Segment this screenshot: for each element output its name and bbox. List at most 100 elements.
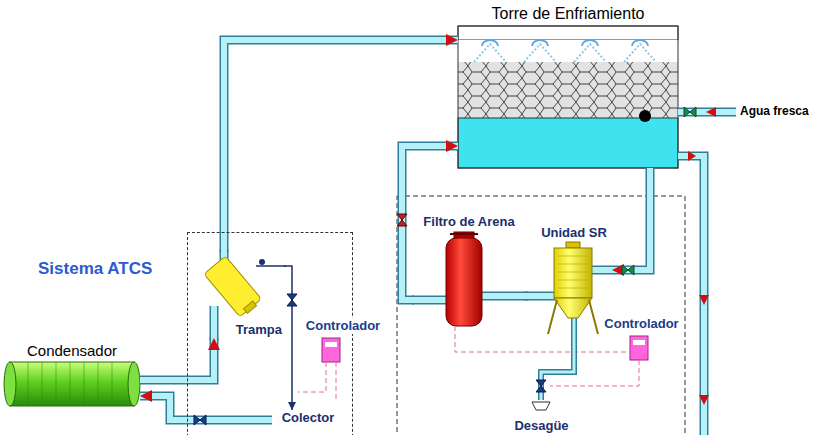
sand-filter-tank [450,233,478,235]
part-label: Colector [280,410,337,426]
fresh-water-pipe [678,108,736,117]
trap-strainer [244,301,257,313]
treatment-boundary [397,196,685,435]
pipe-stubs [573,316,576,337]
pipe-water [524,293,536,299]
drain-symbol [532,402,550,410]
controller-unit [630,336,648,360]
pipe-stubs [412,296,450,305]
valve-symbol [536,380,546,392]
pipe-stubs [478,292,528,301]
controller-box: Controlador [300,318,386,366]
system-title: Sistema ATCS [36,259,154,279]
pipe-stubs [256,265,286,267]
pipe-connector [284,266,292,410]
pipe-water [612,168,650,270]
controller-unit [322,338,340,362]
cooling-tower [474,44,656,62]
return-pipe [688,151,696,161]
controller-unit [325,342,337,347]
trap-strainer [259,259,265,265]
control-signal-line [336,362,337,400]
pipe-stubs [571,316,577,337]
controller-unit [322,336,648,362]
cooling-tower [458,118,678,168]
pipe-wall [612,168,650,270]
pipe-wall [541,335,574,400]
pipe-stubs [214,250,612,340]
valve-symbol [194,107,696,425]
condenser-body [128,362,140,406]
pipe-stubs [211,306,217,340]
condenser-body [4,362,16,406]
valve-symbol [684,107,696,117]
sr-unit: Unidad SR [536,225,612,335]
drain-outlet: Desagüe [509,400,574,434]
sr-separator [566,242,580,248]
fresh-water-pipe [706,107,716,117]
condenser: Condensador [4,342,140,408]
cooling-tower [639,110,651,122]
collector-box: Colector [272,410,344,432]
pipe-water [140,338,214,380]
cooling-tower [458,62,678,118]
part-label: Controlador [304,318,382,334]
pipe-stubs [412,297,450,303]
control-signal-line [298,326,639,400]
trap-strainer [204,256,261,317]
sr-separator [548,242,598,334]
pipe-water [541,335,574,400]
pipe-stubs [210,306,219,340]
pipe-connector [140,338,214,380]
valve-symbol [397,214,407,226]
condenser-body [28,362,112,406]
fresh-water-pipe [678,107,736,117]
tower-title: Torre de Enfriamiento [458,4,678,23]
sand-filter-tank [446,232,482,326]
pipe-connector [612,168,650,270]
controller-unit [633,340,645,345]
cooling-tower [482,40,648,46]
signal-line [284,266,292,410]
part-label: Trampa [234,322,284,338]
cooling-tower [458,40,678,62]
valve-symbol [194,415,206,425]
controller-box: Controlador [599,316,684,362]
part-label: Desagüe [512,418,570,434]
cooling-tower [458,26,678,40]
part-label: Controlador [602,316,680,332]
control-signal-line [455,326,630,352]
sr-separator [558,256,588,288]
system-boundary: Sistema ATCSTrampaControladorColector [187,232,353,435]
cooling-tower [458,26,678,168]
pipe-label: Agua fresca [740,104,809,118]
part-label: Condensador [25,342,119,360]
sr-separator [554,298,592,318]
part-label: Unidad SR [539,225,609,241]
pipe-wall [524,292,536,301]
pipe-wall [140,338,214,380]
treatment-boundary [397,196,685,435]
sand-filter: Filtro de Arena [414,214,524,330]
part-label: Filtro de Arena [421,214,516,230]
cooling-tower: Torre de Enfriamiento [458,26,678,168]
return-pipe [699,295,709,305]
condenser-body [10,362,134,406]
pipe-stubs [478,293,528,299]
return-pipe [699,395,709,405]
pipe-connector [541,335,574,400]
return-pipe [678,151,709,435]
sr-separator [554,248,592,298]
trap-strainer: Trampa [200,252,284,338]
pipe-connector [524,296,536,297]
condenser-body [4,362,140,406]
trap-strainer [204,256,265,317]
sand-filter-tank [446,238,482,326]
cooling-tower [458,26,678,168]
valve-symbol [287,294,297,306]
drain-symbol [532,402,550,410]
